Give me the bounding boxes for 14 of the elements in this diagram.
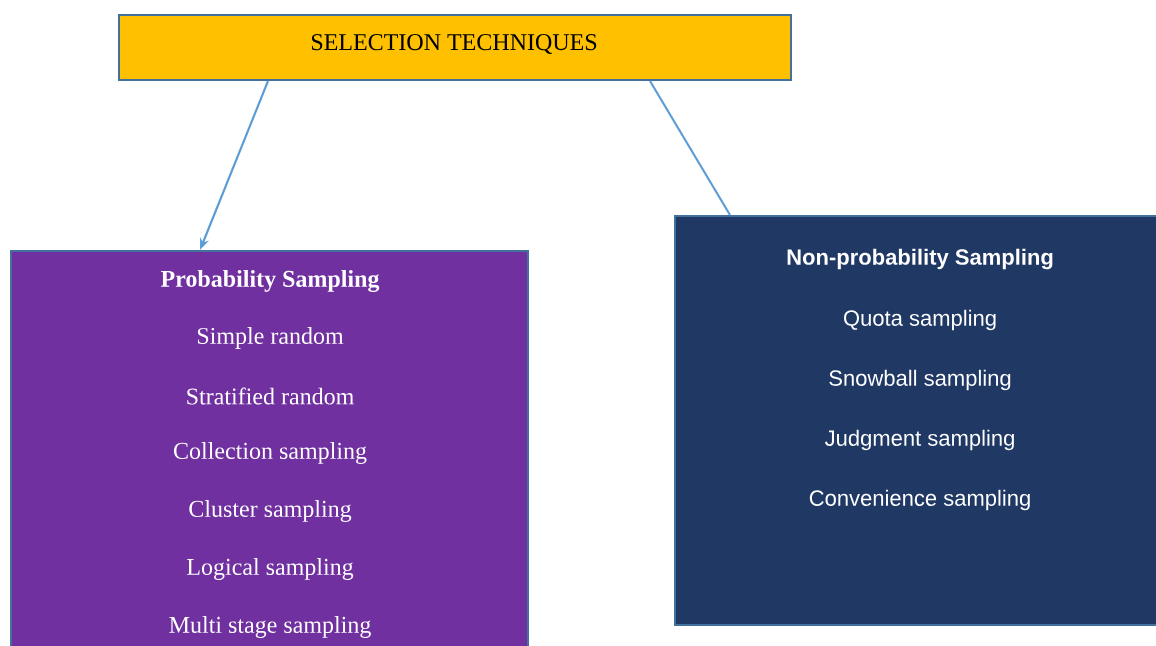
list-item: Cluster sampling [189,500,352,522]
list-item: Stratified random [187,387,354,405]
list-item: Logical sampling [187,558,354,580]
list-item: Snowball sampling [829,369,1011,391]
list-item: Simple random [197,327,344,349]
list-item: Collection sampling [174,442,367,464]
box-heading: Probability Sampling [160,270,380,292]
list-item: Judgment sampling [824,429,1014,451]
list-item: Multi stage sampling [169,616,371,638]
box-heading: Non-probability Sampling [787,248,1053,270]
list-item: Convenience sampling [809,489,1030,511]
list-item: Quota sampling [844,309,996,331]
box-title: SELECTION TECHNIQUES [311,34,597,54]
connector-line [649,80,731,216]
